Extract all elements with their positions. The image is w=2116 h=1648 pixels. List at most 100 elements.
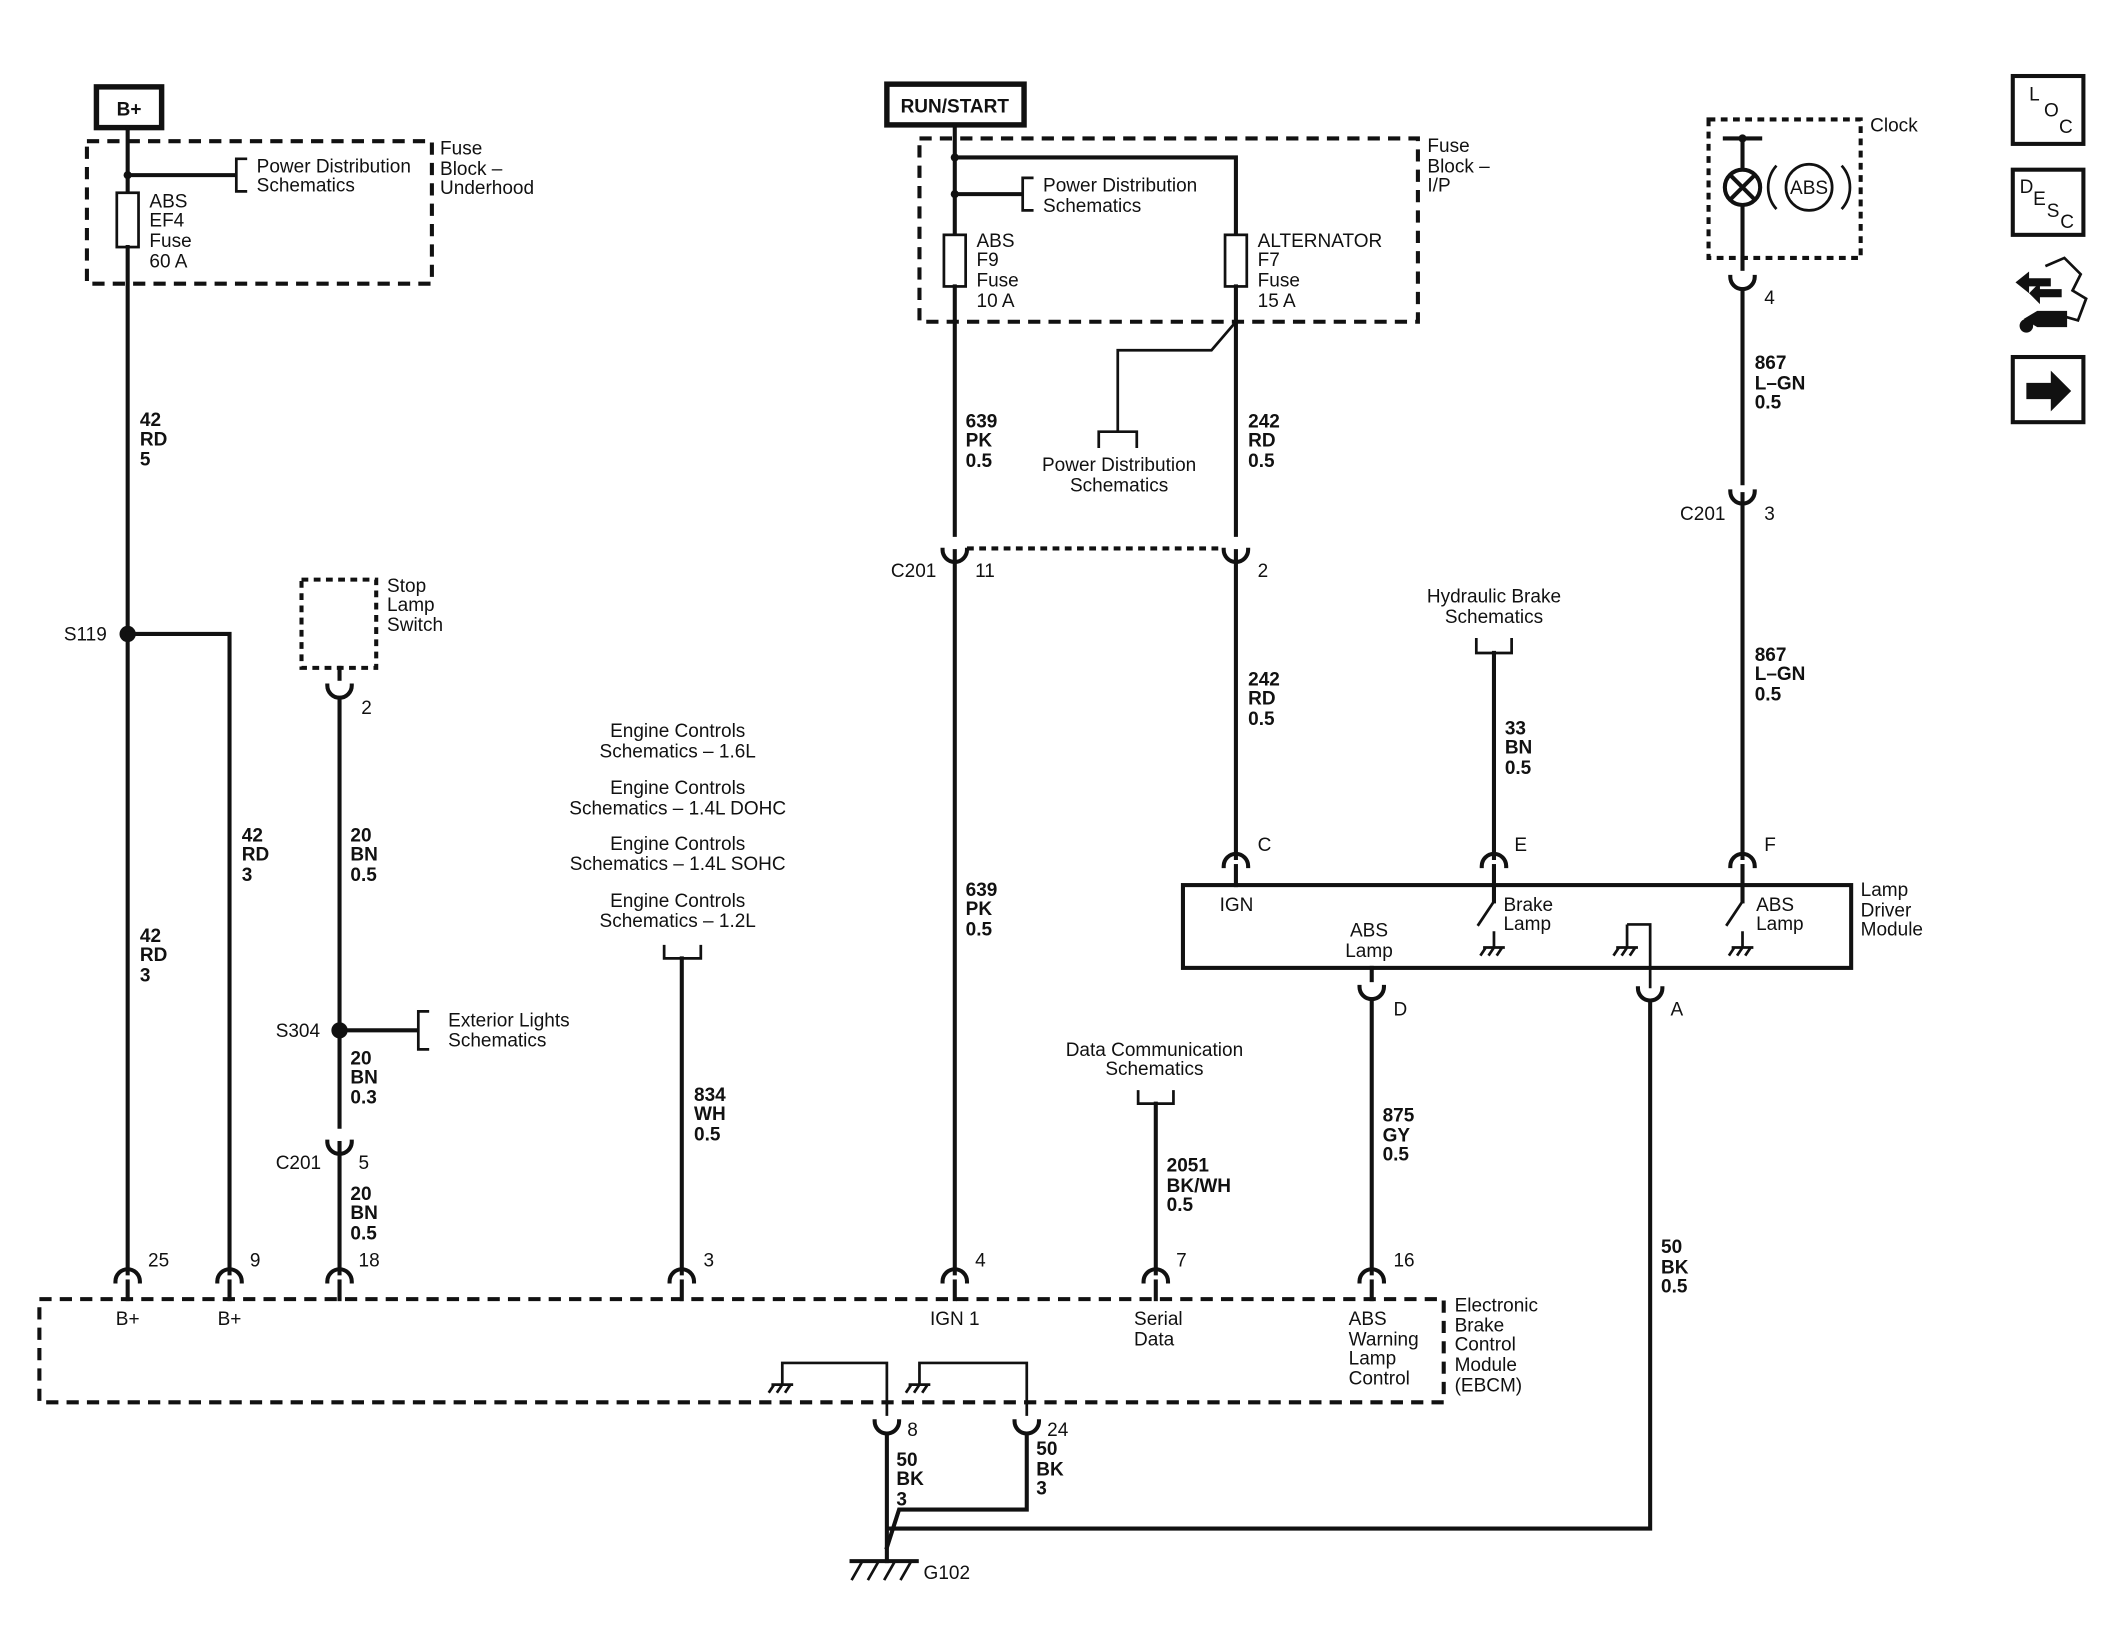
pin-label: 24 — [1047, 1420, 1069, 1441]
wire-label: 639 — [966, 412, 998, 433]
pds-ip-label: Power Distribution — [1043, 175, 1197, 196]
desc-letter: S — [2047, 201, 2060, 222]
wire-label: 3 — [896, 1489, 907, 1510]
ebcm-label: Electronic — [1455, 1295, 1538, 1316]
ebcm-pin-label: Warning — [1349, 1329, 1419, 1350]
wire-label: BK — [896, 1469, 924, 1490]
splice-label: S304 — [276, 1021, 321, 1042]
wire-label: RD — [242, 845, 269, 866]
wire-label: 0.5 — [694, 1124, 721, 1145]
wire-label: 42 — [242, 826, 263, 847]
wire-label: 0.5 — [1661, 1276, 1688, 1297]
connector-c201-pin3: C201 3 — [1680, 489, 1775, 525]
engine-controls-label: Schematics – 1.2L — [600, 911, 756, 932]
wire-label: PK — [966, 431, 993, 452]
connector-c201-pins-11-2: C201 11 2 — [891, 546, 1268, 582]
connector-repair-button[interactable] — [2007, 255, 2089, 340]
wire-label: 33 — [1505, 718, 1526, 739]
exterior-lights-label: Exterior Lights — [448, 1010, 569, 1031]
description-button[interactable]: D E S C — [2010, 167, 2086, 237]
stop-lamp-switch: Stop Lamp Switch 2 — [299, 576, 443, 719]
fuse-ef4 — [115, 191, 140, 249]
ground-g102: G102 — [849, 1559, 970, 1584]
fuse-ef4-line-1: ABS — [149, 192, 187, 213]
wrench-icon — [2023, 310, 2068, 328]
wire-label: 0.5 — [966, 451, 993, 472]
fuse-block-ip-label: Block – — [1427, 156, 1490, 177]
wire-label: 0.5 — [1167, 1195, 1194, 1216]
wire-label: 0.5 — [1505, 758, 1532, 779]
wire-42-rd-branch — [125, 631, 232, 1276]
fuse-f7 — [1223, 233, 1249, 288]
wire-label: 50 — [896, 1450, 917, 1471]
ldm-abs-lamp-label: Lamp — [1756, 914, 1804, 935]
ebcm-pin-label: B+ — [116, 1309, 140, 1330]
data-communication-reference: Data Communication Schematics — [1066, 1040, 1243, 1106]
runstart-label: RUN/START — [901, 97, 1010, 118]
pin-label: 3 — [704, 1251, 715, 1272]
ldm-label: Driver — [1861, 900, 1912, 921]
engine-controls-references: Engine Controls Schematics – 1.6L Engine… — [569, 721, 786, 960]
wire-label: 242 — [1248, 670, 1280, 691]
fuse-block-underhood-label-3: Underhood — [440, 178, 534, 199]
ldm-ign-label: IGN — [1220, 895, 1254, 916]
wire-label: 20 — [350, 1184, 371, 1205]
ldm-brake-label: Brake — [1503, 895, 1553, 916]
fuse-f9 — [942, 233, 968, 288]
pin-label: 18 — [359, 1251, 380, 1272]
pds-underhood-1: Power Distribution — [257, 156, 411, 177]
runstart-source-tag: RUN/START — [884, 81, 1027, 128]
location-button[interactable]: L O C — [2010, 73, 2086, 146]
connector-label: C201 — [891, 561, 936, 582]
wire-label: RD — [140, 945, 167, 966]
loc-letter: O — [2044, 101, 2059, 122]
fuse-f9-label: ABS — [977, 231, 1015, 252]
engine-controls-label: Schematics – 1.4L DOHC — [569, 799, 786, 820]
wire-label: GY — [1383, 1126, 1411, 1147]
engine-controls-label: Schematics – 1.4L SOHC — [570, 854, 786, 875]
pin-label: 25 — [148, 1251, 169, 1272]
wire-label: 0.3 — [350, 1088, 376, 1109]
wire-label: BN — [350, 1203, 377, 1224]
wire-label: L–GN — [1755, 374, 1806, 395]
engine-controls-label: Engine Controls — [610, 721, 745, 742]
wire-label: RD — [140, 429, 167, 450]
wire-label: 5 — [140, 450, 151, 471]
wire-label: 0.5 — [966, 919, 993, 940]
wire-label: 867 — [1755, 353, 1787, 374]
wire-label: 0.5 — [1248, 709, 1275, 730]
engine-controls-label: Engine Controls — [610, 778, 745, 799]
hand-icon — [2044, 256, 2088, 323]
splice-label: S119 — [64, 625, 107, 646]
pin-label: C — [1258, 835, 1272, 856]
wire-label: 50 — [1661, 1237, 1682, 1258]
fuse-block-ip-label: Fuse — [1427, 136, 1469, 157]
connector-label: C201 — [276, 1153, 321, 1174]
wire-label: 20 — [350, 1048, 371, 1069]
bplus-source-tag: B+ — [93, 84, 165, 131]
engine-controls-label: Schematics – 1.6L — [600, 741, 756, 762]
wire-label: 42 — [140, 410, 161, 431]
wire-label: 0.5 — [1248, 451, 1275, 472]
pds-lower-lead — [1116, 320, 1237, 432]
ebcm-pin-label: Lamp — [1349, 1348, 1397, 1369]
pin-label: 2 — [361, 698, 372, 719]
next-page-button[interactable] — [2010, 354, 2086, 425]
pin-label: 3 — [1764, 504, 1775, 525]
fuse-block-ip-label: I/P — [1427, 175, 1450, 196]
hydraulic-brake-label: Hydraulic Brake — [1427, 587, 1561, 608]
data-comm-label: Schematics — [1105, 1059, 1203, 1080]
lamp-driver-module: Lamp Driver Module C IGN E Brake Lamp F … — [1180, 835, 1923, 1020]
wire-label: PK — [966, 899, 993, 920]
pds-lower-label: Power Distribution — [1042, 455, 1196, 476]
fuse-ef4-line-3: Fuse — [149, 231, 191, 252]
hydraulic-brake-reference: Hydraulic Brake Schematics — [1427, 587, 1561, 655]
loc-letter: C — [2059, 117, 2073, 138]
pds-lower-label: Schematics — [1070, 475, 1168, 496]
ebcm-pin-label: Control — [1349, 1369, 1410, 1390]
ebcm-label: Control — [1455, 1335, 1516, 1356]
wire-label: 0.5 — [1383, 1145, 1410, 1166]
wire-label: 3 — [140, 965, 151, 986]
fuse-f9-label: 10 A — [977, 291, 1015, 312]
